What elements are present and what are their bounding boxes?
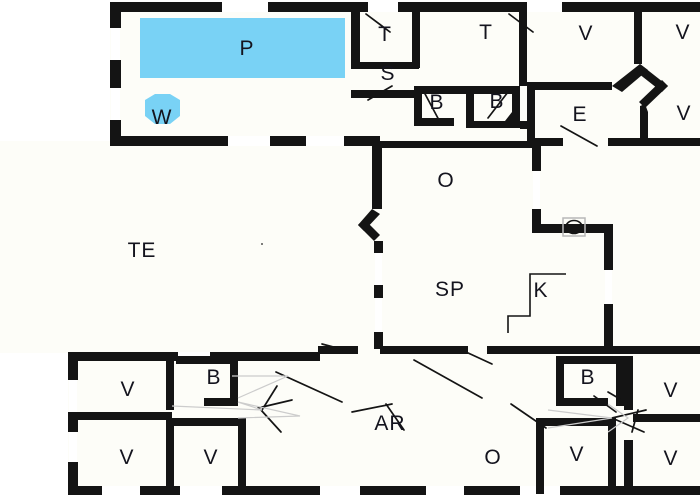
whirlpool-basin: [145, 94, 180, 124]
swimming-pool: [140, 18, 345, 78]
door-guide-lines: [171, 375, 630, 433]
door-swings: [257, 13, 647, 433]
walls: [68, 2, 700, 495]
